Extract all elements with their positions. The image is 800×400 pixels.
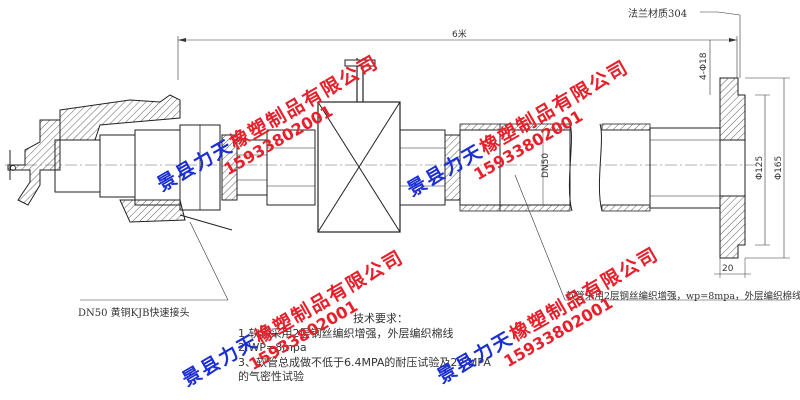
tech-line-1: 1.软管采用2层钢丝编织增强，外层编织棉线 bbox=[238, 326, 454, 340]
coupling-leader-diag bbox=[189, 221, 229, 301]
coupling-label: DN50 黄铜KJB快速接头 bbox=[78, 308, 190, 319]
tech-requirements: 技术要求： 1.软管采用2层钢丝编织增强，外层编织棉线 2.WP=8mpa 3、… bbox=[238, 312, 491, 385]
coupling-handle bbox=[7, 119, 61, 206]
tech-line-4: 的气密性试验 bbox=[238, 370, 304, 383]
thickness-text: 20 bbox=[722, 264, 734, 274]
tech-line-3: 3、软管总成做不低于6.4MPA的耐压试验及2.5MPA bbox=[238, 355, 491, 369]
length-dimension: 6米 bbox=[177, 28, 738, 80]
flange bbox=[719, 77, 746, 259]
hose-leader bbox=[514, 174, 566, 301]
kjb-coupling bbox=[54, 94, 316, 231]
outer-dia-text: Φ165 bbox=[774, 156, 784, 180]
length-text: 6米 bbox=[452, 28, 467, 40]
tech-title: 技术要求： bbox=[353, 312, 408, 325]
bolt-holes-text: 4-Φ18 bbox=[699, 52, 709, 80]
hose-spec-label: 软管采用2层钢丝编织增强，wp=8mpa，外层编织棉线 bbox=[566, 291, 800, 302]
inner-dia-text: Φ125 bbox=[755, 156, 765, 180]
tech-line-2: 2.WP=8mpa bbox=[238, 341, 307, 354]
flange-dimensions: 4-Φ18 Φ125 Φ165 20 bbox=[699, 11, 790, 278]
hose: DN50 bbox=[499, 123, 721, 212]
bore-text: DN50 bbox=[541, 153, 551, 178]
flange-material-label: 法兰材质304 bbox=[628, 9, 688, 20]
